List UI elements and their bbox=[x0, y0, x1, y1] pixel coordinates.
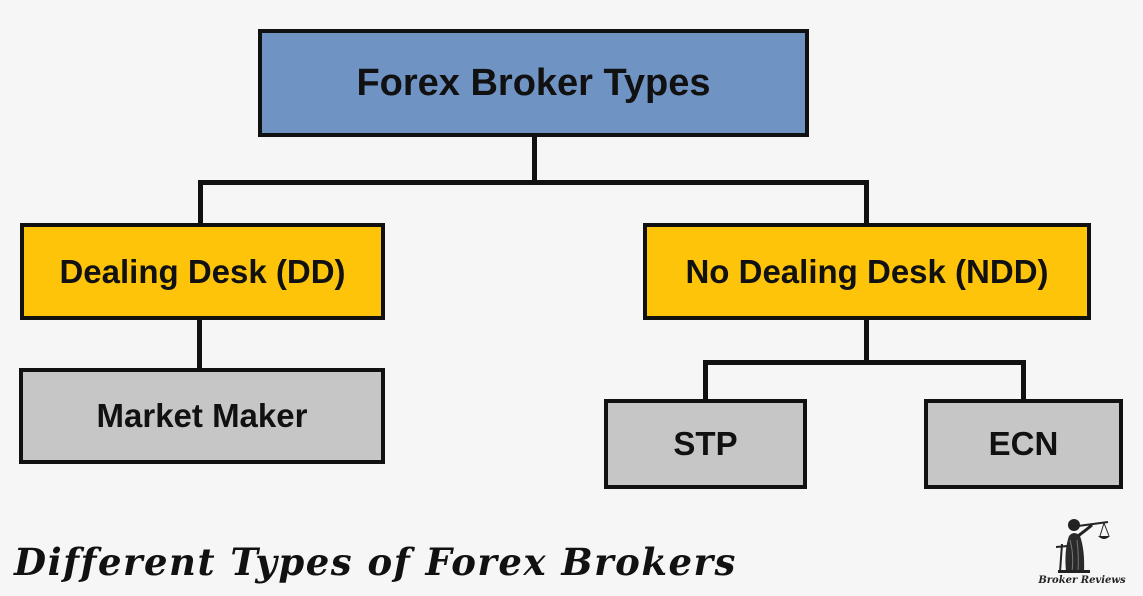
figure-caption: Different Types of Forex Brokers bbox=[14, 540, 737, 584]
logo-text: Broker Reviews bbox=[1038, 575, 1126, 586]
node-stp: STP bbox=[604, 399, 807, 489]
node-no-dealing-desk: No Dealing Desk (NDD) bbox=[643, 223, 1091, 320]
node-dealing-desk: Dealing Desk (DD) bbox=[20, 223, 385, 320]
connector-ndd-stem bbox=[864, 318, 869, 364]
node-label: Forex Broker Types bbox=[356, 61, 711, 104]
node-forex-broker-types: Forex Broker Types bbox=[258, 29, 809, 137]
connector-ndd-bar bbox=[703, 360, 1026, 365]
connector-ndd-drop bbox=[864, 180, 869, 226]
connector-top-bar bbox=[198, 180, 869, 185]
connector-dd-to-market-maker bbox=[197, 318, 202, 370]
node-market-maker: Market Maker bbox=[19, 368, 385, 464]
node-label: No Dealing Desk (NDD) bbox=[685, 252, 1049, 290]
connector-ecn-drop bbox=[1021, 360, 1026, 402]
node-label: Market Maker bbox=[96, 397, 308, 434]
connector-stp-drop bbox=[703, 360, 708, 402]
node-label: STP bbox=[673, 425, 738, 462]
connector-dd-drop bbox=[198, 180, 203, 226]
node-label: Dealing Desk (DD) bbox=[59, 252, 346, 290]
node-label: ECN bbox=[988, 425, 1059, 462]
lady-justice-icon bbox=[1055, 519, 1110, 573]
connector-root-stem bbox=[532, 135, 537, 185]
broker-reviews-logo: Broker Reviews bbox=[1030, 514, 1134, 594]
node-ecn: ECN bbox=[924, 399, 1123, 489]
